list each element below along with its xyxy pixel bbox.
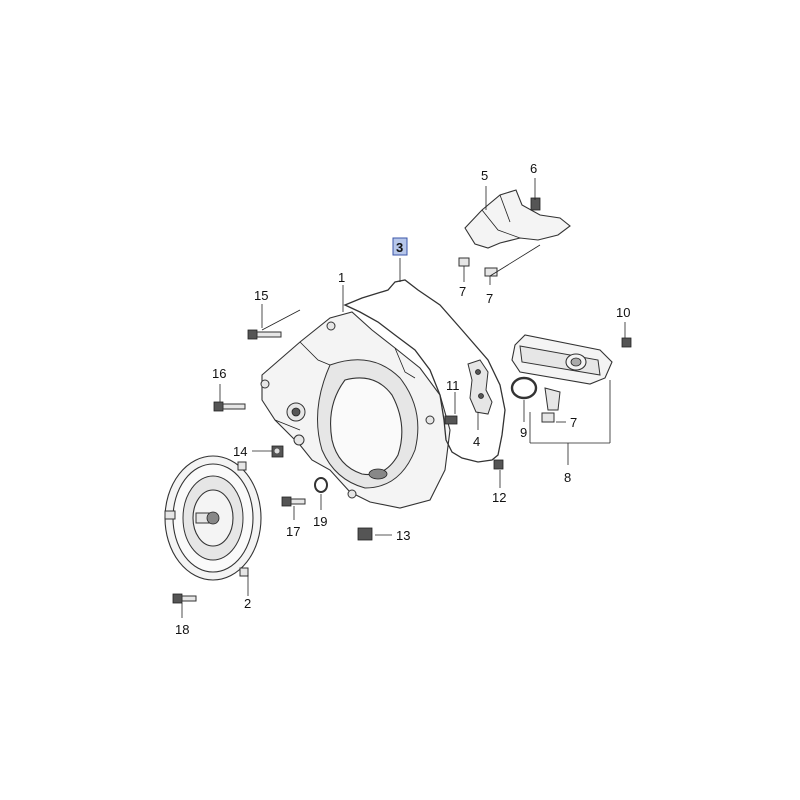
- leader-lines: [181, 178, 626, 618]
- clip-7a[interactable]: [458, 257, 470, 267]
- callout-1: 1: [338, 270, 345, 285]
- shift-cover[interactable]: [464, 189, 571, 249]
- bolt-6[interactable]: [530, 197, 541, 211]
- torque-converter[interactable]: [164, 455, 262, 581]
- bolt-16[interactable]: [213, 401, 246, 412]
- valve-bracket[interactable]: [467, 359, 493, 415]
- callout-10: 10: [616, 305, 630, 320]
- callout-6: 6: [530, 161, 537, 176]
- o-ring[interactable]: [510, 376, 538, 400]
- bolt-10[interactable]: [621, 337, 632, 348]
- bolt-12[interactable]: [493, 459, 504, 470]
- callout-9: 9: [520, 425, 527, 440]
- callout-5: 5: [481, 168, 488, 183]
- callout-11: 11: [446, 378, 460, 393]
- bolt-11[interactable]: [444, 415, 458, 425]
- transmission-case[interactable]: [260, 311, 451, 509]
- callout-7c: 7: [570, 415, 577, 430]
- clip-7c[interactable]: [541, 412, 555, 423]
- callout-2: 2: [244, 596, 251, 611]
- bolt-15[interactable]: [247, 329, 282, 340]
- callout-7b: 7: [486, 291, 493, 306]
- callout-14: 14: [233, 444, 247, 459]
- callout-19: 19: [313, 514, 327, 529]
- bolt-17[interactable]: [281, 496, 306, 507]
- callout-17: 17: [286, 524, 300, 539]
- callout-labels: 1 2 3 4 5 6 7 7 7 8 9 10 11 12 13 14 15 …: [175, 161, 630, 637]
- callout-7a: 7: [459, 284, 466, 299]
- callout-16: 16: [212, 366, 226, 381]
- callout-12: 12: [492, 490, 506, 505]
- case-gasket[interactable]: [343, 279, 506, 463]
- callout-3-highlight: [392, 237, 408, 256]
- oil-filter[interactable]: [511, 334, 613, 411]
- callout-4: 4: [473, 434, 480, 449]
- washer-19[interactable]: [314, 477, 328, 493]
- plug-13[interactable]: [357, 527, 373, 541]
- callout-8: 8: [564, 470, 571, 485]
- callout-3: 3: [396, 240, 403, 255]
- callout-13: 13: [396, 528, 410, 543]
- callout-15: 15: [254, 288, 268, 303]
- clip-7b[interactable]: [484, 267, 498, 277]
- bolt-18[interactable]: [172, 593, 197, 604]
- callout-18: 18: [175, 622, 189, 637]
- nut-14[interactable]: [271, 445, 284, 458]
